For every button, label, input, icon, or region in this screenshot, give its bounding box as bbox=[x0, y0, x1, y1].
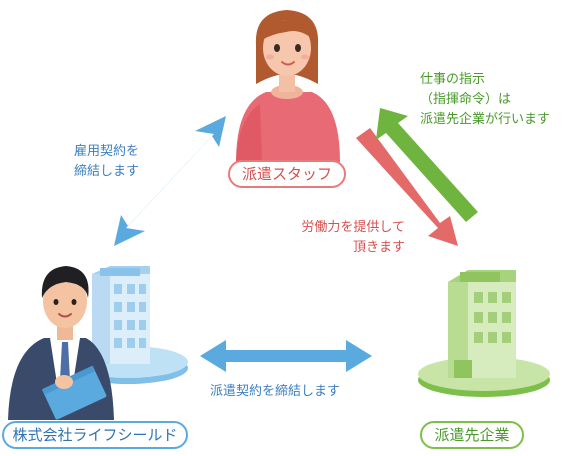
dispatch-contract-note: 派遣契約を締結します bbox=[210, 384, 341, 399]
company-label: 株式会社ライフシールド bbox=[2, 421, 188, 449]
labor-note-line-1: 労働力を提供して bbox=[301, 220, 405, 235]
employment-contract-arrow bbox=[114, 116, 226, 246]
client-building-illustration bbox=[418, 270, 550, 397]
work-instruction-note: 仕事の指示 （指揮命令）は 派遣先企業が行います bbox=[420, 70, 550, 130]
staff-person-illustration bbox=[236, 10, 340, 162]
work-instruction-arrow bbox=[376, 108, 478, 222]
labor-note-line-2: 頂きます bbox=[352, 240, 405, 255]
employment-contract-note: 雇用契約を 締結します bbox=[74, 142, 139, 182]
instruction-note-line-2: （指揮命令）は bbox=[420, 92, 512, 107]
instruction-note-line-1: 仕事の指示 bbox=[420, 72, 486, 87]
dispatch-contract-arrow bbox=[200, 340, 372, 372]
company-representative-illustration bbox=[8, 266, 114, 420]
staff-label: 派遣スタッフ bbox=[228, 160, 346, 188]
instruction-note-line-3: 派遣先企業が行います bbox=[420, 112, 551, 127]
employment-note-line-1: 雇用契約を bbox=[74, 144, 140, 159]
labor-provision-arrow bbox=[356, 128, 458, 246]
employment-note-line-2: 締結します bbox=[74, 164, 140, 179]
labor-provision-note: 労働力を提供して 頂きます bbox=[301, 218, 405, 258]
client-label: 派遣先企業 bbox=[420, 421, 524, 449]
